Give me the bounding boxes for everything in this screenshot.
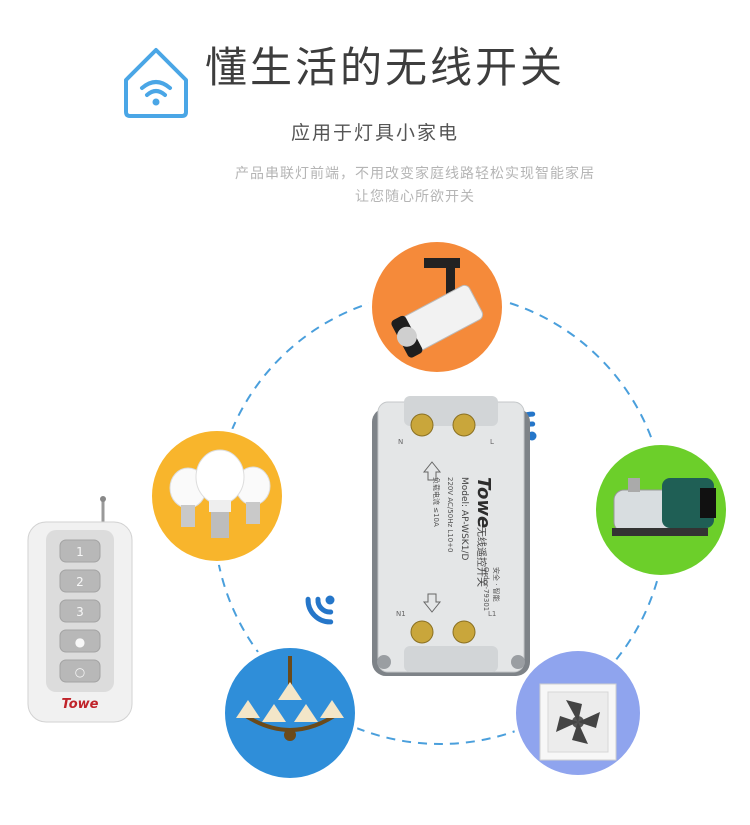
- module-safety: 安全 · 智能: [492, 567, 501, 602]
- terminal-l1-label: L1: [488, 610, 496, 618]
- chandelier-appliance: [221, 644, 359, 782]
- description-line-2: 让您随心所欲开关: [355, 189, 475, 205]
- remote-button-label: ○: [75, 665, 85, 679]
- remote-brand: Towe: [62, 697, 99, 712]
- remote-control: 1 2 3 ● ○ Towe: [27, 496, 133, 723]
- terminal-n1-label: N1: [396, 610, 406, 618]
- description-line-1: 产品串联灯前端，不用改变家庭线路轻松实现智能家居: [235, 166, 595, 182]
- page-title: 懂生活的无线开关: [205, 43, 566, 92]
- remote-button-2[interactable]: [59, 569, 101, 593]
- exhaust-fan-appliance: [512, 647, 644, 779]
- terminal-l-label: L: [490, 438, 494, 446]
- spotlight-appliance: [368, 238, 506, 376]
- module-rating: 220V AC/50Hz L10+0: [446, 477, 454, 552]
- module-model: Model: AP-WSK1/D: [459, 477, 469, 560]
- wireless-switch-module: Towe 无线遥控开关 Model: AP-WSK1/D 220V AC/50H…: [372, 396, 530, 676]
- remote-button-1[interactable]: [59, 539, 101, 563]
- remote-button-5[interactable]: [59, 659, 101, 683]
- remote-button-3[interactable]: [59, 599, 101, 623]
- terminal-n-label: N: [398, 438, 403, 446]
- remote-button-label: 3: [76, 605, 84, 619]
- module-name: 无线遥控开关: [475, 527, 488, 587]
- water-pump-appliance: [592, 441, 730, 579]
- module-load: 负载电流 ≤10A: [432, 477, 441, 527]
- module-order: Order-79301: [482, 567, 490, 611]
- remote-button-label: 2: [76, 575, 84, 589]
- page-subtitle: 应用于灯具小家电: [290, 122, 459, 144]
- module-brand: Towe: [473, 477, 494, 528]
- remote-button-label: 1: [76, 545, 84, 559]
- wifi-signal-icon: [305, 595, 335, 625]
- remote-button-4[interactable]: [59, 629, 101, 653]
- remote-button-label: ●: [75, 635, 85, 649]
- light-bulbs-appliance: [148, 427, 286, 565]
- house-wifi-icon: [124, 48, 188, 118]
